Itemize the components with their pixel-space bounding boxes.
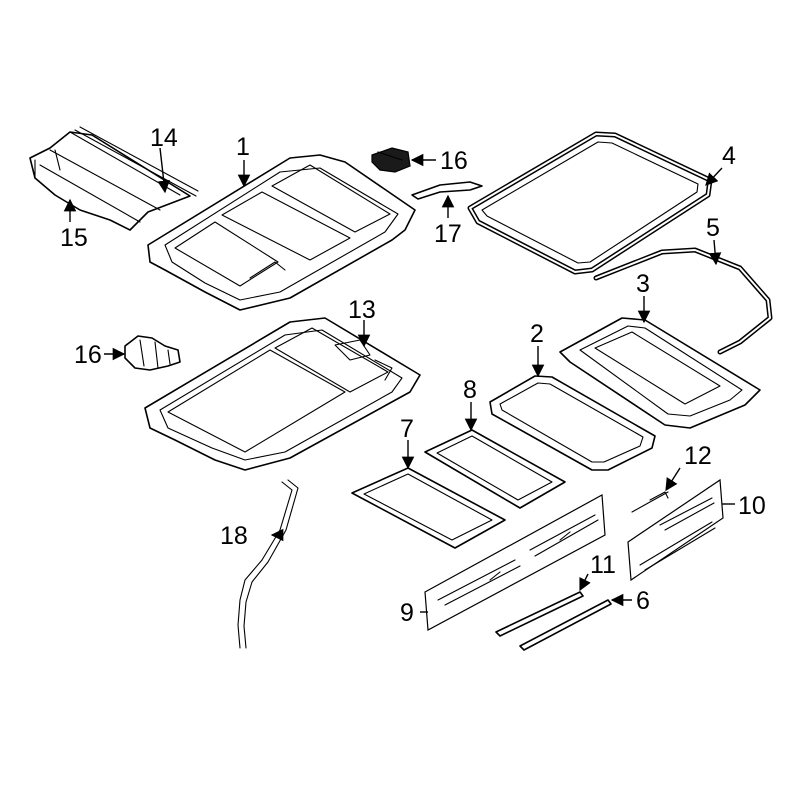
part-4-seal [467,131,713,275]
part-13-frame [144,317,421,471]
callout-10: 10 [738,492,766,520]
part-12-bracket [631,491,669,513]
callout-labels: 1 14 15 16 17 4 5 3 2 8 7 13 16 18 12 10… [60,124,766,627]
callout-2: 2 [530,320,544,348]
callout-16-top: 16 [440,147,468,175]
part-10-rail-kit [627,478,724,582]
callout-9: 9 [400,599,414,627]
callout-7: 7 [400,415,414,443]
part-9-rail-kit [424,494,606,631]
part-11-rod [495,591,584,637]
part-7-glass-panel [351,467,506,549]
part-16-motor-top [371,147,411,173]
callout-13: 13 [348,296,376,324]
callout-8: 8 [463,376,477,404]
leader-lines [63,147,735,613]
callout-18: 18 [220,522,248,550]
part-17-cable-guide [411,181,483,200]
callout-14: 14 [150,124,178,152]
callout-1: 1 [236,133,250,161]
part-8-glass-panel [424,429,566,509]
part-5-weatherstrip [593,247,773,355]
part-16-motor-mid [124,335,181,371]
callout-11: 11 [590,551,616,579]
part-15-sunshade [29,131,191,231]
callout-16-mid: 16 [74,341,102,369]
part-6-strip [519,599,612,651]
callout-15: 15 [60,224,88,252]
callout-12: 12 [684,442,712,470]
callout-6: 6 [636,587,650,615]
part-14-rail [74,126,199,197]
part-1-frame [147,154,416,311]
callout-3: 3 [636,270,650,298]
callout-5: 5 [706,214,720,242]
part-18-drain-hose [237,479,299,649]
part-3-outer-frame [559,317,761,429]
callout-17: 17 [434,220,462,248]
callout-4: 4 [722,142,736,170]
